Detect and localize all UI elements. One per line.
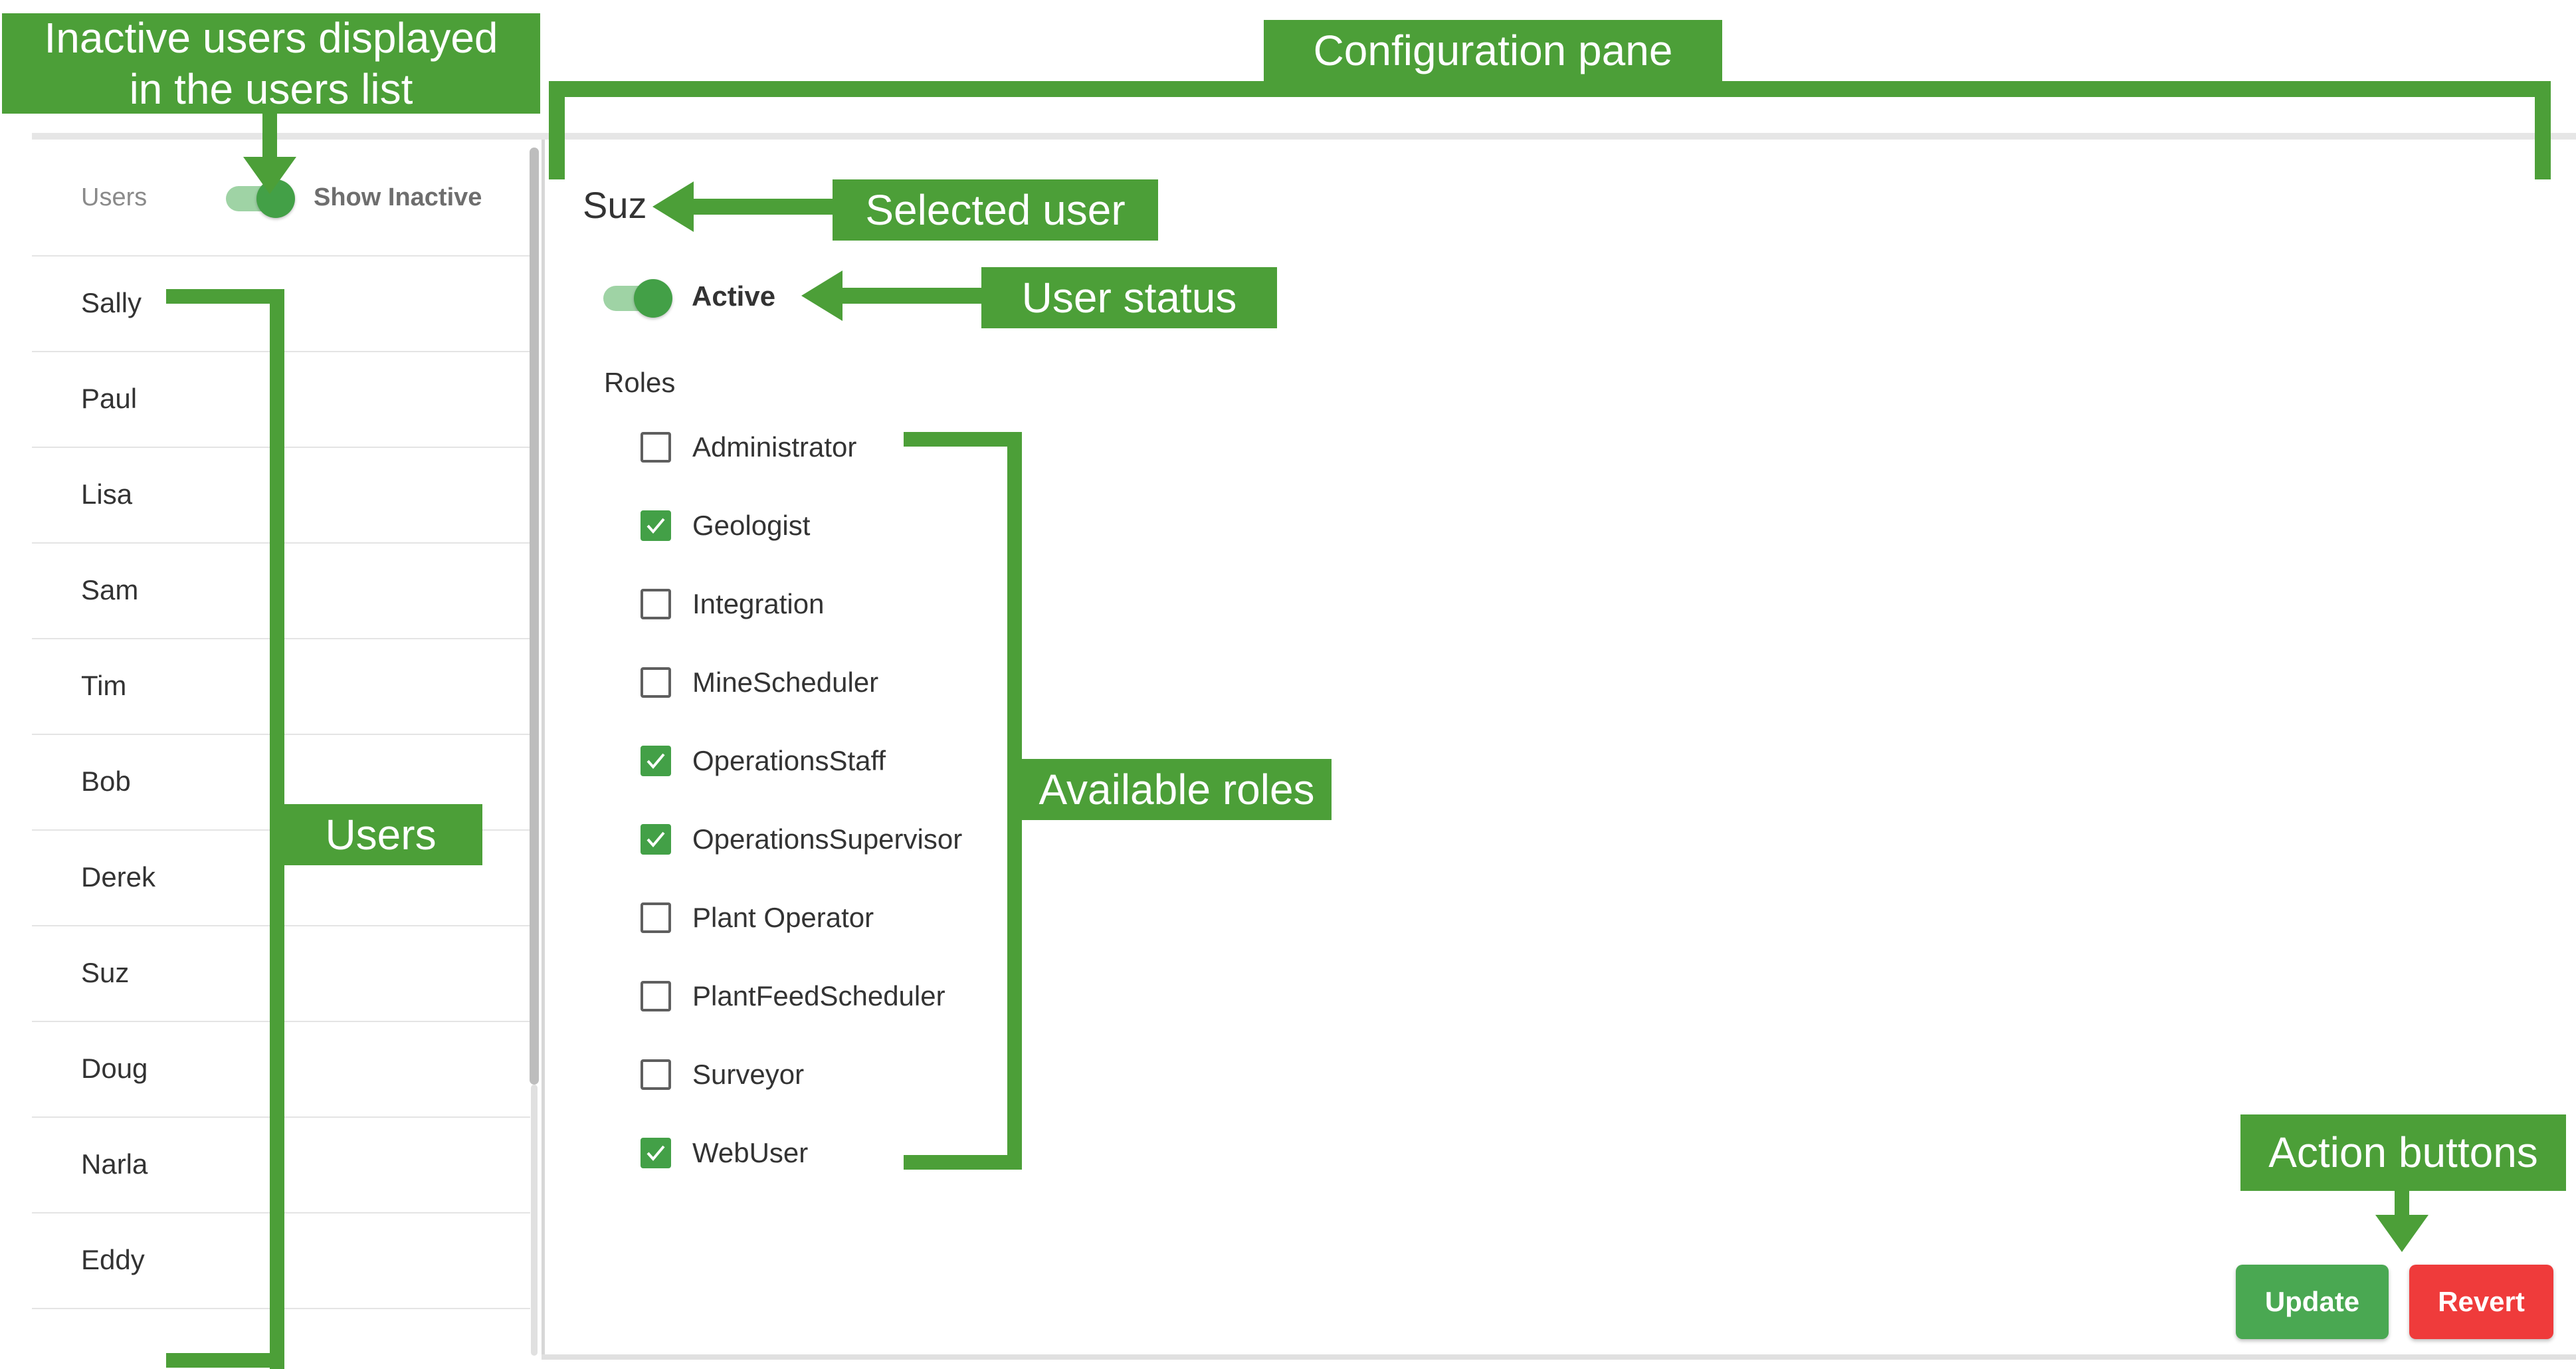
callout-configuration-pane: Configuration pane [1264,20,1722,81]
role-checkbox[interactable] [641,1138,671,1168]
arrow-shaft [691,199,834,215]
callout-inactive-users: Inactive users displayed in the users li… [2,13,540,114]
role-label: Surveyor [692,1059,805,1090]
checkmark-icon [646,1145,665,1162]
role-checkbox[interactable] [641,510,671,541]
roles-heading: Roles [604,367,676,398]
update-button[interactable]: Update [2236,1265,2389,1339]
user-name: Sally [81,287,142,318]
arrow-down-icon [243,157,296,194]
user-status-label: Active [692,280,776,312]
role-label: Geologist [692,510,811,541]
user-name: Tim [81,670,127,701]
role-label: MineScheduler [692,667,879,698]
role-label: WebUser [692,1137,809,1168]
show-inactive-label: Show Inactive [314,183,482,211]
user-name: Narla [81,1148,148,1180]
callout-selected-user-text: Selected user [865,185,1126,234]
user-name: Bob [81,766,131,797]
arrow-shaft [262,114,277,160]
bracket-top [904,432,1022,447]
callout-inactive-users-text: Inactive users displayed in the users li… [44,13,498,113]
arrow-down-icon [2375,1215,2428,1252]
checkmark-icon [646,831,665,848]
checkmark-icon [646,753,665,770]
user-name: Suz [81,957,130,988]
callout-selected-user: Selected user [833,179,1158,241]
bottom-divider [542,1354,2576,1360]
bracket-right [2535,81,2551,179]
arrow-left-icon [652,181,694,232]
user-name: Derek [81,861,156,893]
sidebar-scroll-track [531,1085,538,1356]
role-label: Plant Operator [692,902,874,933]
arrow-left-icon [801,270,842,321]
role-checkbox[interactable] [641,746,671,776]
role-checkbox[interactable] [641,589,671,619]
bracket-bottom [904,1155,1022,1170]
user-name: Lisa [81,478,133,510]
callout-available-roles: Available roles [1022,759,1332,820]
callout-action-buttons-text: Action buttons [2268,1128,2538,1177]
callout-available-roles-text: Available roles [1039,765,1315,813]
checkmark-icon [646,518,665,534]
role-checkbox[interactable] [641,432,671,463]
callout-user-status-text: User status [1021,273,1237,322]
arrow-shaft [841,288,983,304]
user-name: Eddy [81,1244,145,1275]
callout-users-text: Users [325,810,437,859]
toggle-knob [256,179,295,218]
role-label: PlantFeedScheduler [692,980,945,1011]
bracket-spine [1007,432,1022,1170]
role-checkbox[interactable] [641,981,671,1011]
role-label: Administrator [692,431,857,463]
bracket-top [549,81,2551,97]
bracket-spine [270,289,284,1369]
bracket-top [166,289,284,304]
revert-button[interactable]: Revert [2409,1265,2553,1339]
role-checkbox[interactable] [641,902,671,933]
bracket-bottom [166,1353,284,1368]
sidebar-scrollbar[interactable] [530,148,539,1085]
role-label: OperationsSupervisor [692,823,963,855]
role-checkbox[interactable] [641,824,671,855]
role-checkbox[interactable] [641,1059,671,1090]
arrow-shaft [2395,1191,2409,1216]
callout-action-buttons: Action buttons [2240,1114,2566,1191]
callout-user-status: User status [981,267,1277,328]
pane-divider [542,140,545,1359]
user-name: Paul [81,383,138,414]
user-name: Sam [81,574,139,605]
selected-user-name: Suz [583,184,647,226]
bracket-left [549,81,565,179]
role-checkbox[interactable] [641,667,671,698]
top-divider [32,133,2576,140]
user-list-item[interactable]: Sally [32,255,530,351]
role-label: OperationsStaff [692,745,886,776]
user-name: Doug [81,1053,148,1084]
toggle-knob [634,279,672,318]
callout-configuration-pane-text: Configuration pane [1313,26,1673,74]
callout-users: Users [279,804,482,865]
users-header-label: Users [81,183,148,211]
role-label: Integration [692,588,825,619]
